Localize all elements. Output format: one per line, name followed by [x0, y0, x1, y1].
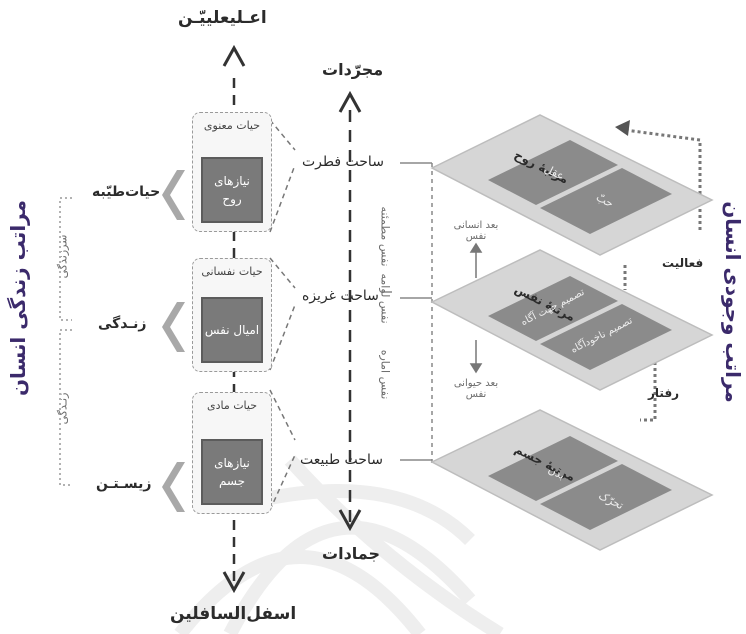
- dimension-human-label: بعد انسانی نفس: [453, 220, 499, 242]
- middle-axis-down-arrow: [338, 509, 362, 532]
- bottom-label: اسفل‌السافلین: [170, 604, 297, 624]
- right-main-title: مراتب وجودی انسان: [721, 201, 745, 403]
- top-label: اعـلیعلییّـن: [178, 8, 267, 28]
- plane-rooh: [430, 114, 714, 256]
- nafs-label-middle: نفس لوامه: [378, 273, 392, 324]
- card-material-life: حیات مادی نیازهای جسم: [192, 392, 272, 514]
- card-inner-box: امیال نفس: [201, 297, 263, 363]
- activity-label: فعالیت: [662, 256, 704, 270]
- axis-bottom-label: جمادات: [322, 544, 381, 563]
- plane-nafs: [430, 249, 714, 391]
- behavior-label: رفتار: [648, 386, 680, 400]
- connector-label-upper: سرزندگی: [56, 234, 70, 279]
- left-axis-up-arrow: [222, 44, 246, 67]
- card-spiritual-life: حیات معنوی نیازهای روح: [192, 112, 272, 232]
- level-label-2: زنـدگی: [98, 316, 147, 332]
- realm-label-fitrat: ساحت فطرت: [302, 154, 384, 170]
- middle-axis-up-arrow: [338, 90, 362, 113]
- nafs-label-upper: نفس مطمئنه: [378, 206, 392, 267]
- card-inner-box: نیازهای جسم: [201, 439, 263, 505]
- card-title: حیات نفسانی: [201, 265, 263, 278]
- realm-label-tabiat: ساحت طبیعت: [300, 452, 383, 468]
- connector-label-lower: زنـدگی: [56, 392, 70, 425]
- card-title: حیات معنوی: [203, 119, 261, 132]
- left-axis-down-arrow: [222, 571, 246, 594]
- chevron-left-icon-2: [162, 302, 185, 352]
- card-inner-box: نیازهای روح: [201, 157, 263, 223]
- chevron-left-icon-3: [162, 462, 185, 512]
- card-title: حیات مادی: [206, 399, 258, 412]
- axis-top-label: مجرّدات: [322, 60, 384, 79]
- dimension-animal-label: بعد حیوانی نفس: [453, 378, 499, 400]
- right-up-arrow-icon: [615, 120, 630, 136]
- realm-label-gharizeh: ساحت غریزه: [302, 288, 379, 304]
- plane-jesm: [430, 409, 714, 551]
- card-soul-life: حیات نفسانی امیال نفس: [192, 258, 272, 372]
- level-label-3: زیسـتـن: [96, 476, 152, 492]
- left-main-title: مراتب زندگی انسان: [6, 200, 30, 397]
- level-label-1: حیات‌طیّبه: [92, 184, 161, 200]
- chevron-left-icon-1: [162, 170, 185, 220]
- nafs-label-lower: نفس اماره: [378, 349, 392, 400]
